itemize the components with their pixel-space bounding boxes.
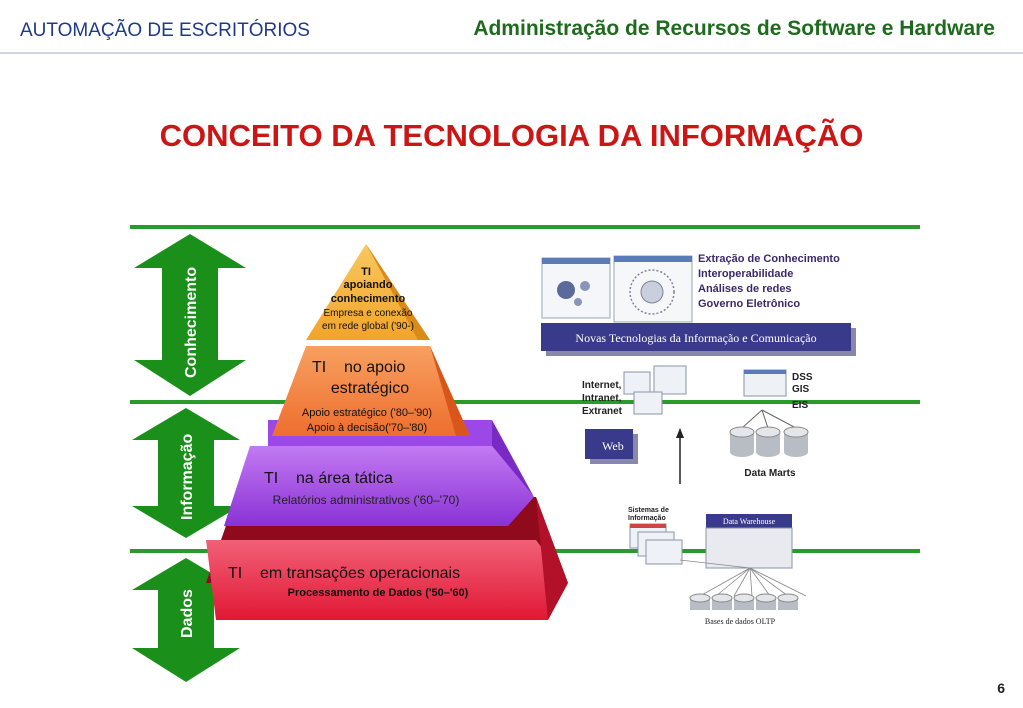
internet-label-1: Internet, (582, 380, 622, 391)
data-marts-label: Data Marts (744, 468, 796, 479)
pyramid-tier-top: TI apoiando conhecimento Empresa e conex… (306, 244, 430, 340)
conhecimento-arrow: Conhecimento (134, 234, 246, 396)
knowledge-item-4: Governo Eletrônico (698, 298, 800, 310)
strategic-sub-2: Apoio à decisão('70–'80) (307, 422, 427, 434)
divider-line-top (130, 225, 920, 229)
top-line-5: em rede global ('90-) (322, 321, 414, 332)
top-line-1: TI (361, 266, 371, 278)
slide-title: CONCEITO DA TECNOLOGIA DA INFORMAÇÃO (159, 118, 864, 153)
divider-line-middle (130, 400, 920, 404)
operational-subtitle: Processamento de Dados ('50–'60) (288, 587, 469, 599)
header-divider (0, 52, 1023, 54)
strategic-title: TI no apoio (312, 359, 405, 376)
knowledge-item-2: Interoperabilidade (698, 268, 793, 280)
knowledge-item-1: Extração de Conhecimento (698, 253, 840, 265)
tic-banner-text: Novas Tecnologias da Informação e Comuni… (575, 331, 816, 345)
dados-label: Dados (179, 589, 196, 638)
pyramid-tier-strategic: TI no apoio estratégico Apoio estratégic… (272, 346, 470, 436)
dss-screens (743, 369, 787, 397)
up-arrow (676, 428, 684, 484)
web-box: Web (585, 429, 638, 464)
strategic-sub-1: Apoio estratégico ('80–'90) (302, 407, 432, 419)
dss-label-1: DSS (792, 372, 813, 383)
header-right-title: Administração de Recursos de Software e … (473, 17, 995, 40)
operational-title: TI em transações operacionais (228, 565, 460, 582)
data-warehouse-box: Data Warehouse (705, 514, 793, 569)
screenshot-thumbnails (541, 255, 693, 323)
oltp-databases (689, 593, 799, 610)
oltp-connectors (679, 559, 807, 597)
tactical-title: TI na área tática (264, 470, 393, 487)
oltp-label: Bases de dados OLTP (705, 617, 776, 626)
knowledge-item-3: Análises de redes (698, 283, 792, 295)
sistemas-screens (629, 523, 683, 565)
informacao-label: Informação (179, 434, 196, 520)
tic-banner: Novas Tecnologias da Informação e Comuni… (541, 323, 856, 356)
internet-screens (623, 365, 687, 415)
top-line-3: conhecimento (331, 293, 406, 305)
dss-label-2: GIS (792, 384, 810, 395)
header-left-title: AUTOMAÇÃO DE ESCRITÓRIOS (20, 20, 310, 41)
informacao-arrow: Informação (132, 408, 240, 538)
tactical-subtitle: Relatórios administrativos ('60–'70) (273, 493, 460, 507)
sistemas-label-1: Sistemas de (628, 507, 669, 514)
data-warehouse-label: Data Warehouse (723, 517, 776, 526)
conhecimento-label: Conhecimento (183, 267, 200, 378)
sistemas-label-2: Informação (628, 515, 666, 522)
top-line-4: Empresa e conexão (324, 308, 413, 319)
strategic-title-2: estratégico (331, 380, 409, 397)
page-number: 6 (997, 680, 1005, 696)
internet-label-2: Intranet, (582, 393, 622, 404)
internet-label-3: Extranet (582, 406, 623, 417)
web-label: Web (602, 439, 624, 453)
data-marts-icon (729, 409, 809, 457)
dss-label-3: EIS (792, 400, 808, 411)
top-line-2: apoiando (344, 279, 393, 291)
